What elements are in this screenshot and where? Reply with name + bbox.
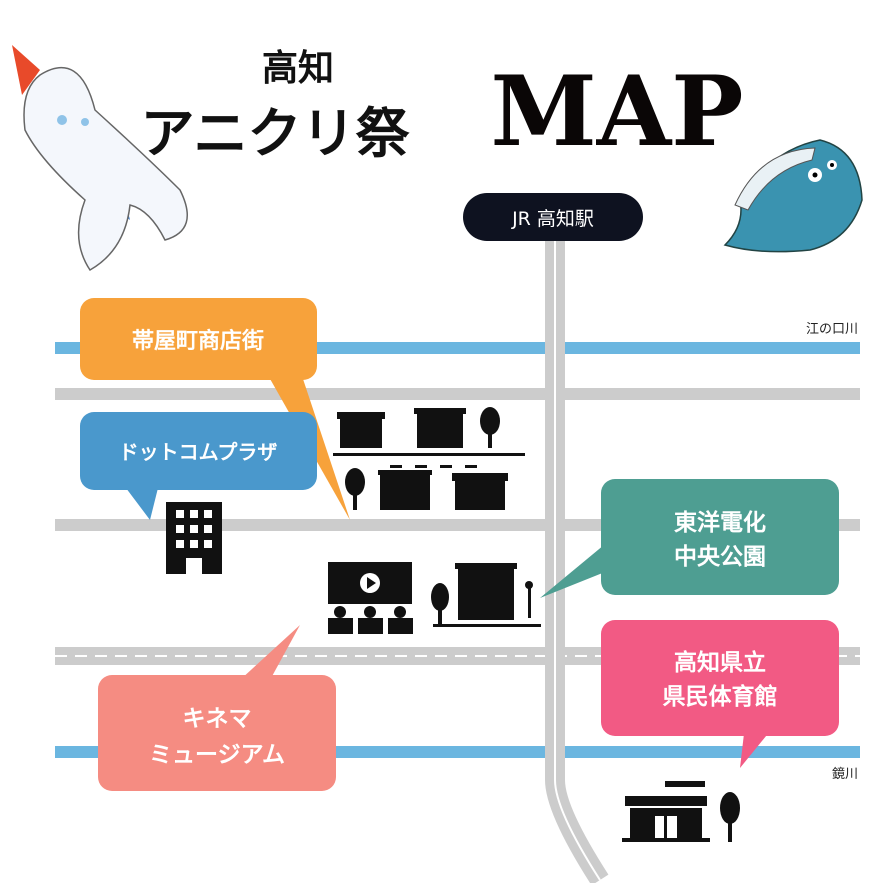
callout-prefectural-gym[interactable]: 高知県立 県民体育館 [601, 620, 839, 768]
svg-text:キネマ: キネマ [183, 706, 252, 732]
svg-text:ミュージアム: ミュージアム [149, 742, 285, 768]
river-label-kagami: 鏡川 [832, 767, 858, 782]
park-stage-icon [431, 563, 541, 627]
station-badge[interactable]: JR 高知駅 [463, 193, 643, 241]
gymnasium-icon [622, 781, 740, 842]
svg-text:ドットコムプラザ: ドットコムプラザ [119, 440, 278, 464]
svg-text:東洋電化: 東洋電化 [674, 509, 766, 536]
road [55, 388, 860, 400]
svg-text:帯屋町商店街: 帯屋町商店街 [132, 328, 264, 354]
svg-text:中央公園: 中央公園 [674, 544, 766, 570]
svg-text:県民体育館: 県民体育館 [663, 683, 778, 710]
callout-dotcom-plaza[interactable]: ドットコムプラザ [80, 412, 317, 520]
title-map: MAP [491, 55, 744, 168]
river-label-enokuchi: 江の口川 [806, 322, 858, 337]
title-anikuri: アニクリ祭 [141, 102, 411, 165]
svg-text:JR 高知駅: JR 高知駅 [511, 208, 594, 230]
shopping-street-icons [333, 407, 525, 510]
ghost-mascot-icon [12, 45, 188, 271]
title-kochi: 高知 [262, 48, 334, 89]
callout-kinema-museum[interactable]: キネマ ミュージアム [98, 625, 336, 791]
callout-toyo-denka-park[interactable]: 東洋電化 中央公園 [540, 479, 839, 598]
cinema-icon [328, 562, 413, 634]
blue-fish-mascot-icon [723, 139, 863, 253]
svg-text:高知県立: 高知県立 [674, 649, 766, 676]
office-building-icon [166, 502, 222, 574]
